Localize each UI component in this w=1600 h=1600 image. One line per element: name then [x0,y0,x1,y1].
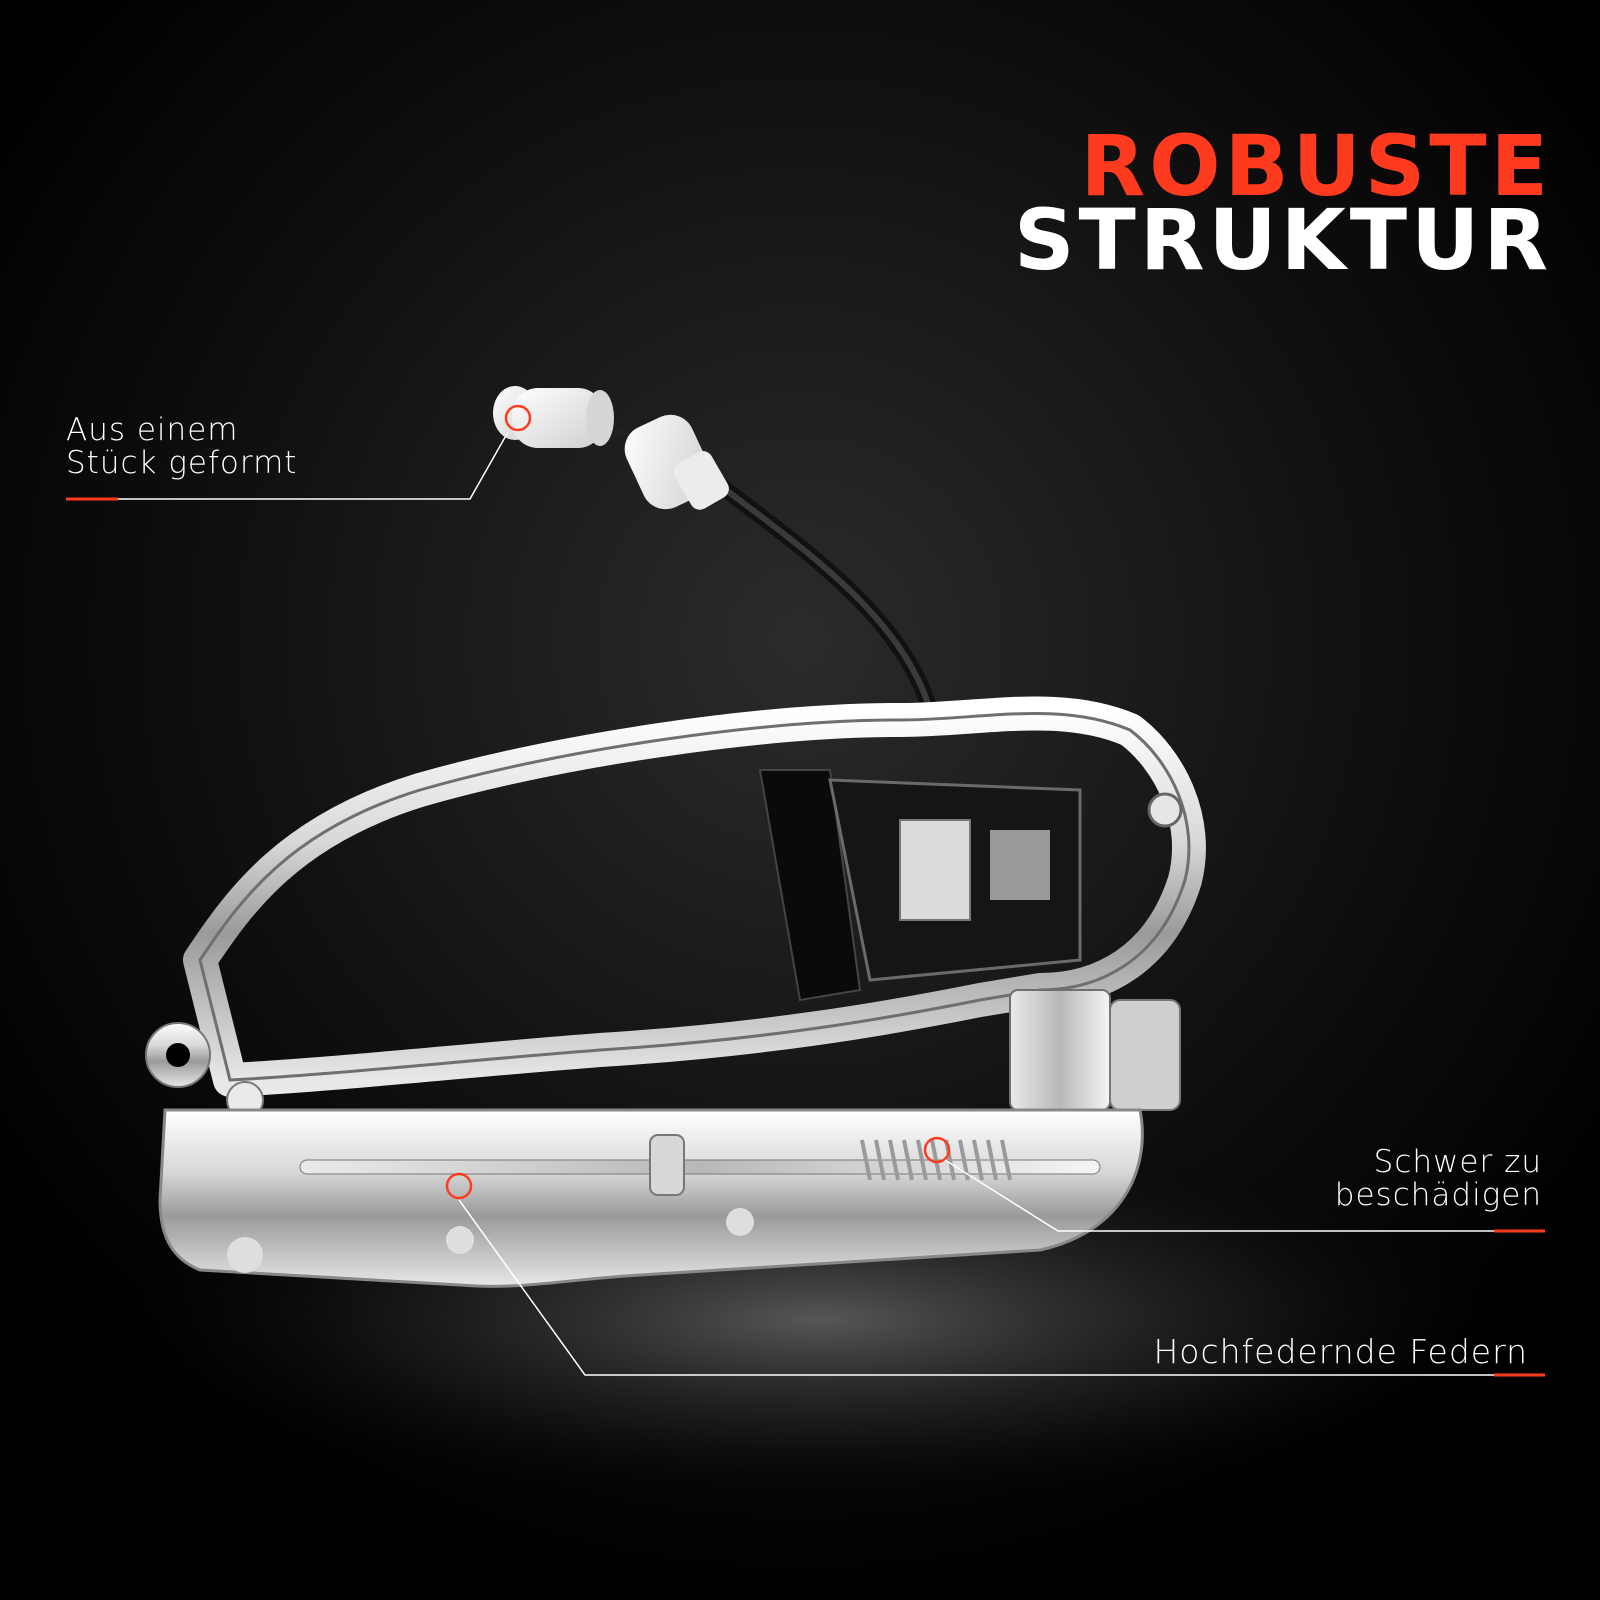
headline-line-1: ROBUSTE [1080,117,1552,215]
handle-carrier-frame [145,696,1206,1288]
callout-springs-line-1: Hochfedernde Federn [1153,1332,1528,1371]
callout-hard-damage-line-2: beschädigen [1334,1177,1542,1213]
marker-hard-damage [923,1136,951,1164]
callout-one-piece-line-2: Stück geformt [66,445,298,481]
callout-hard-damage-label: Schwer zu beschädigen [1335,1146,1542,1212]
leader-one-piece [66,431,509,500]
callout-hard-damage-line-1: Schwer zu [1373,1144,1542,1180]
spring [860,1139,1012,1181]
leader-lines [66,431,1545,1376]
marker-one-piece [504,404,532,432]
headline-line-2: STRUKTUR [1014,191,1552,289]
callout-springs-label: Hochfedernde Federn [1153,1335,1528,1368]
leader-hard-damage [944,1159,1545,1232]
marker-springs [445,1172,473,1200]
callout-markers [445,404,951,1200]
cable-end-fitting [493,386,729,510]
leader-springs [458,1199,1545,1376]
accent-underlines [66,497,1545,1377]
callout-one-piece-label: Aus einem Stück geformt [66,414,297,480]
callout-one-piece-line-1: Aus einem [66,412,239,448]
